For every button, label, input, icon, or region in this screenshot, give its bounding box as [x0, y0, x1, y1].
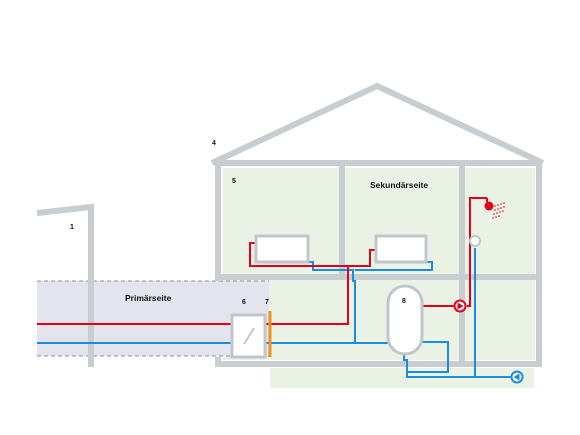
pump-icon [510, 370, 524, 384]
label-8: 8 [402, 298, 406, 305]
label-sekundaerseite: Sekundärseite [370, 180, 428, 190]
label-1: 1 [70, 224, 74, 231]
label-5: 5 [232, 178, 236, 185]
house-roof [210, 82, 545, 166]
label-6: 6 [242, 299, 246, 306]
radiator-1-return [308, 261, 354, 282]
shower-icon [484, 198, 505, 219]
radiator-1-supply [249, 242, 348, 267]
room-right-lower [465, 280, 535, 360]
radiator-icon [254, 234, 310, 264]
shower-hot-riser [467, 197, 487, 307]
radiator-icon [374, 234, 428, 264]
secondary-supply-main [270, 249, 376, 325]
room-mid-lower [272, 280, 459, 360]
room-right-upper [465, 168, 535, 275]
house-walls [210, 82, 545, 367]
basement-zone [270, 368, 534, 388]
mixing-valve-icon [469, 235, 481, 247]
pump-icon [453, 299, 467, 313]
label-7: 7 [265, 299, 269, 306]
outdoor-station-outline [36, 203, 94, 367]
radiator-2-return [355, 261, 433, 271]
heat-exchanger-valve [243, 327, 255, 345]
label-4: 4 [212, 140, 216, 147]
storage-tank-icon [386, 284, 424, 356]
tank-right-link [408, 341, 449, 373]
label-primaerseite: Primärseite [125, 293, 172, 303]
